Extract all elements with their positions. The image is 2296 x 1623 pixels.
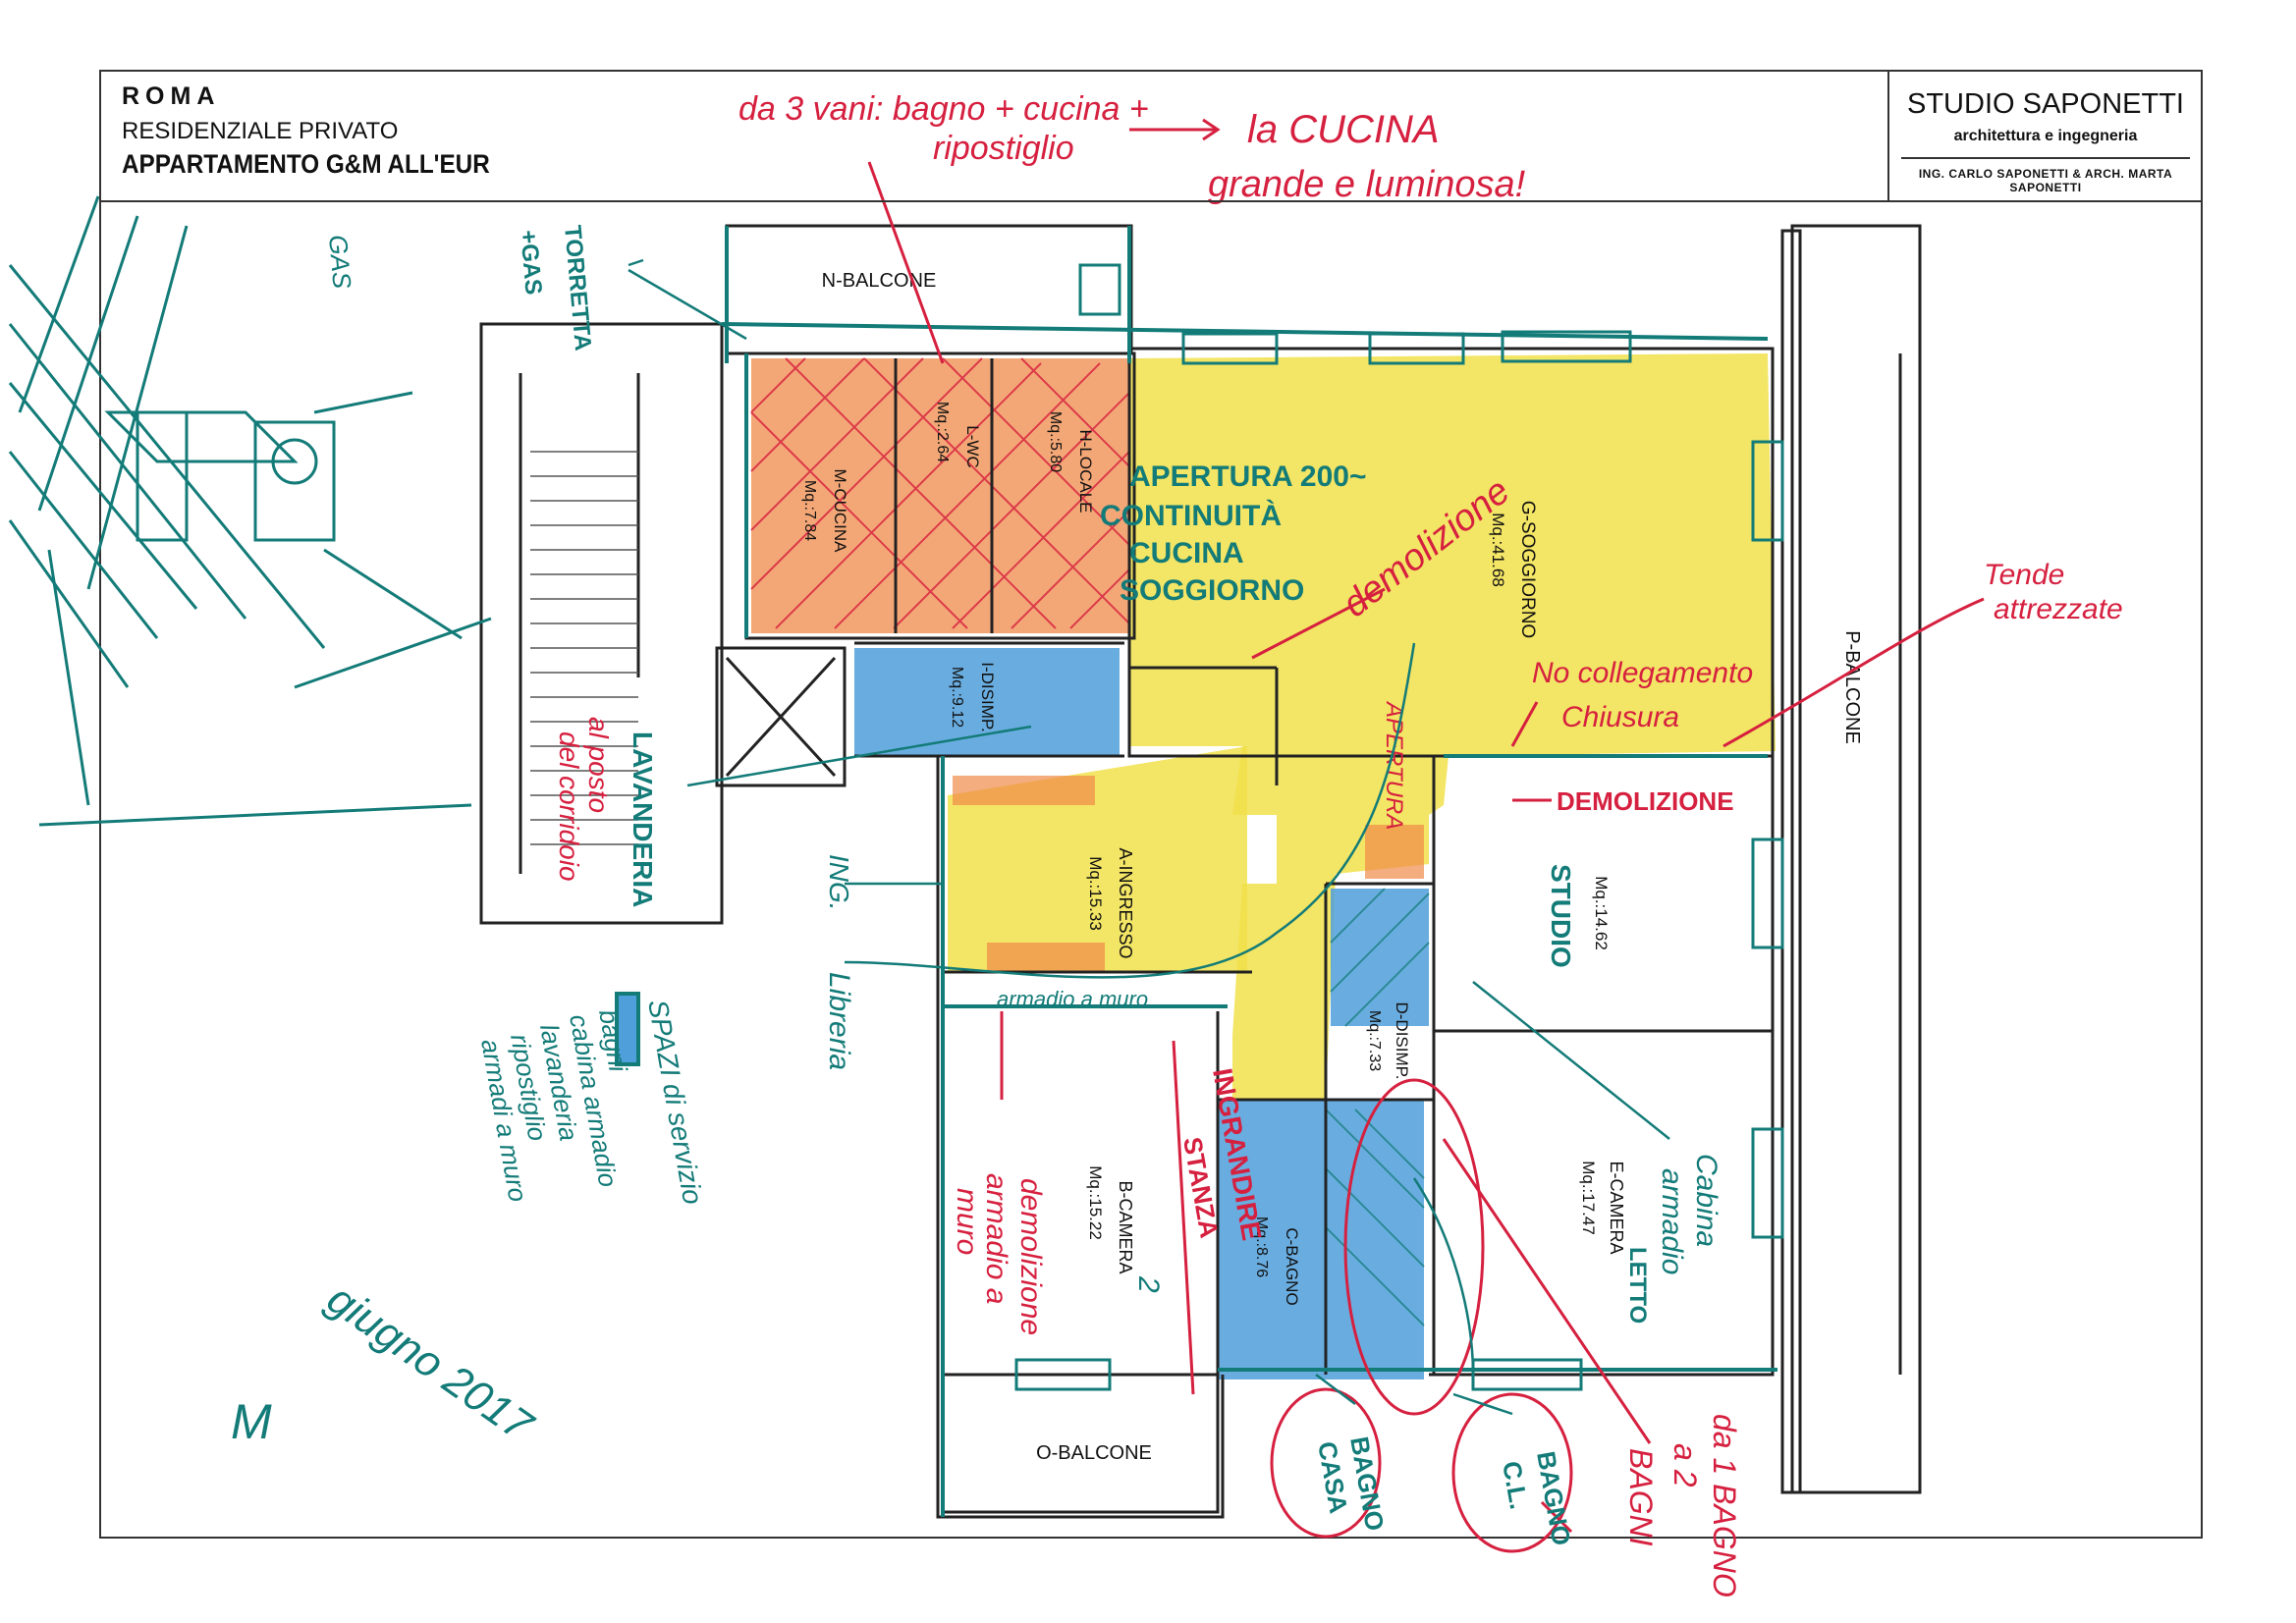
note-no-collegamento: No collegamento xyxy=(1532,657,1753,689)
note-libreria: Libreria xyxy=(823,972,855,1070)
legend-blue-swatch xyxy=(615,992,640,1066)
note-armadio: armadio xyxy=(1656,1168,1688,1274)
note-continuita: CONTINUITÀ xyxy=(1100,499,1282,532)
note-attrezzate: attrezzate xyxy=(1994,593,2123,625)
g-soggiorno-area: Mq.:41.68 xyxy=(1489,513,1507,587)
note-da-3-vani: da 3 vani: bagno + cucina + xyxy=(738,90,1149,128)
signature: M xyxy=(231,1394,272,1449)
walls xyxy=(479,224,1922,1519)
note-bagni: BAGNI xyxy=(1623,1448,1659,1546)
studio-divider xyxy=(1901,157,2190,159)
note-grande-luminosa: grande e luminosa! xyxy=(1208,164,1526,205)
note-torretta: TORRETTA xyxy=(559,224,596,352)
note-date: giugno 2017 xyxy=(318,1274,542,1451)
m-cucina-label: M-CUCINA xyxy=(831,469,849,554)
note-demolizione-armadio: demolizione xyxy=(1014,1178,1047,1335)
note-al-posto: al posto xyxy=(583,717,614,813)
l-wc-label: L-WC xyxy=(963,425,982,467)
l-wc-area: Mq.:2.64 xyxy=(934,402,951,462)
red-markup-lines xyxy=(867,118,1985,1553)
note-muro: muro xyxy=(951,1188,983,1255)
project-name: APPARTAMENTO G&M ALL'EUR xyxy=(122,149,490,179)
axonometric-sketch xyxy=(8,195,492,827)
d-disimp-label: D-DISIMP. xyxy=(1393,1001,1411,1079)
e-camera-area: Mq.:17.47 xyxy=(1579,1161,1598,1235)
disimp-blue-fill xyxy=(854,648,1120,756)
note-da-1-bagno: da 1 BAGNO xyxy=(1707,1414,1742,1597)
sheet-border xyxy=(99,70,2203,1539)
title-block: ROMA RESIDENZIALE PRIVATO APPARTAMENTO G… xyxy=(100,71,2202,202)
note-armadio-a: armadio a xyxy=(980,1173,1012,1304)
studio-subtitle: architettura e ingegneria xyxy=(1953,128,2138,144)
b-camera-area: Mq.:15.22 xyxy=(1086,1165,1105,1240)
green-wall-overlay xyxy=(721,226,1777,1517)
h-locale-label: H-LOCALE xyxy=(1076,429,1095,513)
note-letto: LETTO xyxy=(1624,1247,1651,1324)
p-balcone-label: P-BALCONE xyxy=(1841,630,1863,744)
green-leader-lines xyxy=(628,258,1670,1416)
project-type: RESIDENZIALE PRIVATO xyxy=(122,118,399,144)
b-camera-label: B-CAMERA xyxy=(1116,1180,1135,1273)
room-labels: N-BALCONE O-BALCONE P-BALCONE M-CUCINA M… xyxy=(801,270,1863,1464)
d-disimp-area: Mq.:7.33 xyxy=(1366,1010,1383,1071)
studio-box: STUDIO SAPONETTI architettura e ingegner… xyxy=(1887,71,2202,200)
h-locale-area: Mq.:5.80 xyxy=(1047,411,1064,472)
note-chiusura: Chiusura xyxy=(1561,701,1679,733)
note-armadio-a-muro: armadio a muro xyxy=(997,987,1148,1011)
note-bagno-cl-2: C.L. xyxy=(1497,1459,1534,1512)
o-balcone-label: O-BALCONE xyxy=(1036,1442,1152,1464)
a-ingresso-area: Mq.:15.33 xyxy=(1086,856,1105,931)
note-bagno-casa-1: BAGNO xyxy=(1344,1434,1390,1534)
legend-spazi: SPAZI di servizio xyxy=(642,998,708,1207)
studio-name: STUDIO SAPONETTI xyxy=(1907,88,2184,120)
f-studio-area: Mq.:14.62 xyxy=(1592,876,1611,950)
note-cabina: Cabina xyxy=(1690,1154,1722,1247)
n-balcone-label: N-BALCONE xyxy=(822,270,937,292)
kitchen-red-hatch xyxy=(750,357,1130,629)
note-camera-2: 2 xyxy=(1132,1275,1165,1293)
note-apertura: APERTURA xyxy=(1381,700,1407,830)
i-disimp-label: I-DISIMP. xyxy=(978,662,997,731)
note-ripostiglio: ripostiglio xyxy=(933,130,1074,167)
note-gas: GAS xyxy=(323,234,357,291)
project-city: ROMA xyxy=(122,82,221,110)
a-ingresso-label: A-INGRESSO xyxy=(1116,847,1135,958)
studio-people: ING. CARLO SAPONETTI & ARCH. MARTA SAPON… xyxy=(1918,167,2173,194)
e-camera-label: E-CAMERA xyxy=(1607,1161,1626,1254)
i-disimp-area: Mq.:9.12 xyxy=(949,667,965,728)
stair-treads xyxy=(530,451,638,845)
note-del-corridoio: del corridoio xyxy=(554,731,584,882)
note-apertura-200: APERTURA 200~ xyxy=(1129,460,1366,493)
c-bagno-area: Mq.:8.76 xyxy=(1253,1217,1270,1277)
note-studio: STUDIO xyxy=(1546,864,1576,968)
bagno-blue-fill xyxy=(1218,1100,1424,1380)
note-lavanderia: LAVANDERIA xyxy=(628,731,658,907)
d-disimp-blue-fill xyxy=(1331,889,1429,1026)
orange-strip-1 xyxy=(953,776,1095,805)
note-tende: Tende xyxy=(1984,559,2064,591)
note-cucina: CUCINA xyxy=(1129,537,1244,569)
orange-strip-2 xyxy=(987,943,1105,972)
c-bagno-label: C-BAGNO xyxy=(1283,1227,1301,1305)
g-soggiorno-label: G-SOGGIORNO xyxy=(1517,501,1538,638)
orange-strip-3 xyxy=(1365,825,1424,879)
note-la-cucina: la CUCINA xyxy=(1247,108,1440,151)
living-yellow-fill xyxy=(1129,353,1776,1100)
note-soggiorno: SOGGIORNO xyxy=(1120,574,1304,607)
note-demolizione-2: DEMOLIZIONE xyxy=(1557,786,1734,816)
note-gas-2: +GAS xyxy=(515,229,547,296)
bagno-green-hatch xyxy=(1325,888,1430,1326)
windows xyxy=(1014,263,1784,1391)
m-cucina-area: Mq.:7.84 xyxy=(801,480,818,541)
note-a-2: a 2 xyxy=(1667,1443,1703,1488)
